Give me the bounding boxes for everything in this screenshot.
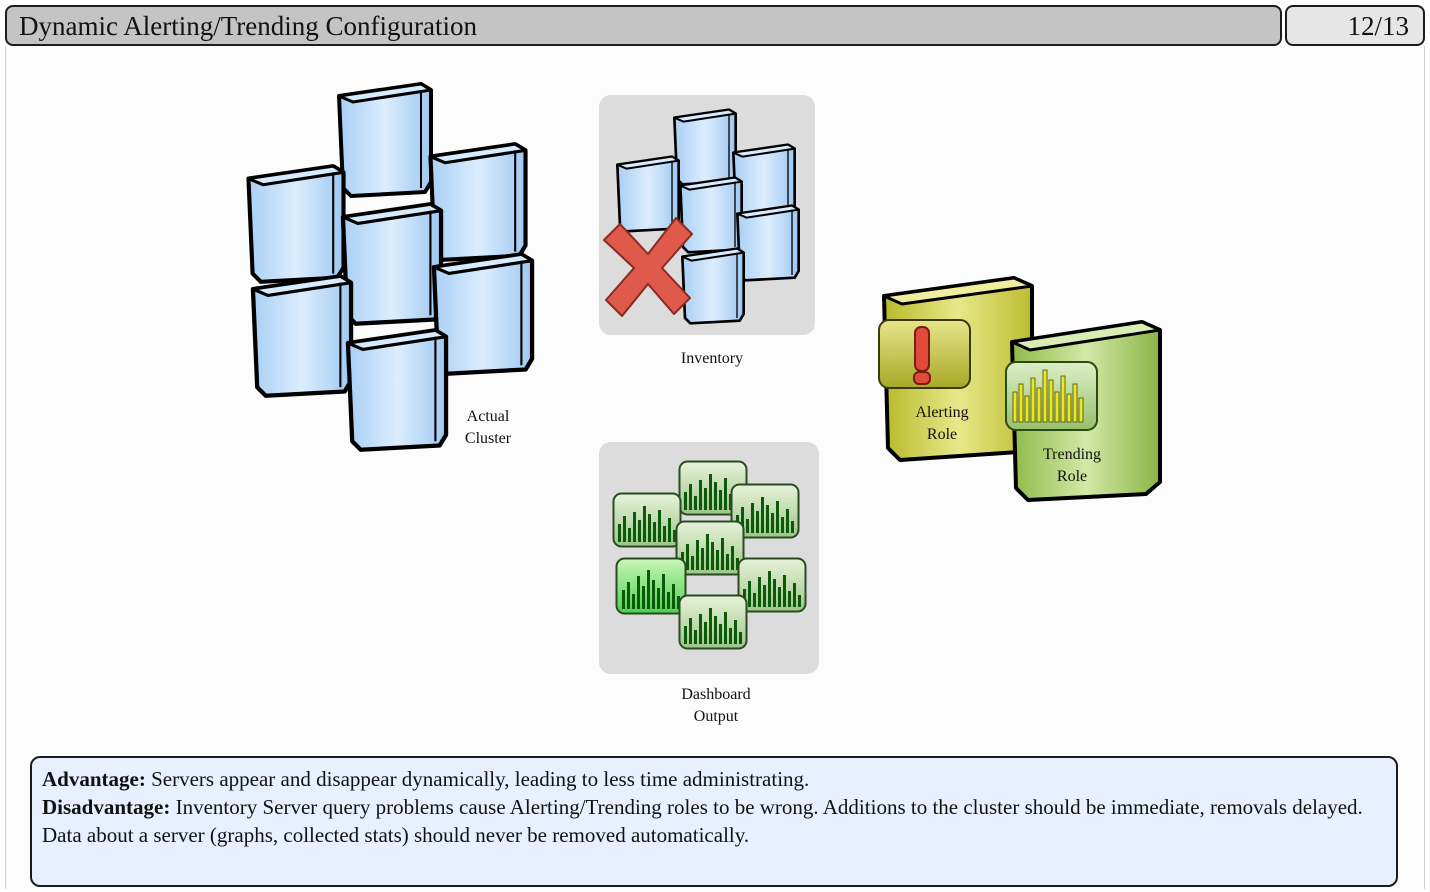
alert-icon xyxy=(878,319,971,389)
dashboard-label-line1: Dashboard xyxy=(681,686,750,703)
slide-title: Dynamic Alerting/Trending Configuration xyxy=(19,11,477,41)
server-icon xyxy=(343,204,441,323)
actual-cluster-group: Actual Cluster xyxy=(248,84,532,450)
server-icon xyxy=(615,155,681,233)
advantage-line: Advantage: Servers appear and disappear … xyxy=(42,765,1386,793)
trending-role-group: Trending Role xyxy=(1005,320,1162,502)
error-x-icon xyxy=(603,217,693,317)
actual-cluster-label-line1: Actual xyxy=(467,408,510,425)
trend-graph-icon xyxy=(1005,361,1098,431)
graph-icon xyxy=(737,557,807,613)
server-icon xyxy=(672,108,738,186)
trending-label-line1: Trending xyxy=(1043,446,1101,463)
server-icon xyxy=(680,247,746,325)
dashboard-label-line2: Output xyxy=(694,708,739,725)
notes-box: Advantage: Servers appear and disappear … xyxy=(30,756,1398,887)
title-bar: Dynamic Alerting/Trending Configuration xyxy=(5,5,1282,46)
server-icon xyxy=(430,144,525,260)
server-icon xyxy=(253,276,351,395)
alerting-label-line1: Alerting xyxy=(915,404,968,421)
disadvantage-line: Disadvantage: Inventory Server query pro… xyxy=(42,793,1386,849)
server-icon xyxy=(348,330,446,449)
graph-icon xyxy=(612,492,682,548)
actual-cluster-label-line2: Cluster xyxy=(465,430,512,447)
page-indicator-box: 12/13 xyxy=(1285,5,1425,46)
inventory-group: Inventory xyxy=(599,95,815,367)
inventory-label: Inventory xyxy=(681,350,743,367)
server-icon xyxy=(339,84,431,196)
graph-icon xyxy=(675,520,745,576)
advantage-text: Servers appear and disappear dynamically… xyxy=(145,767,810,791)
server-icon xyxy=(434,254,532,373)
alerting-role-group: Alerting Role xyxy=(878,276,1034,462)
graph-icon-highlighted xyxy=(615,557,687,615)
server-icon xyxy=(248,166,343,282)
server-icon xyxy=(678,176,744,254)
architecture-diagram: Actual Cluster Inventory xyxy=(0,0,1162,725)
graph-icon xyxy=(678,594,748,650)
alerting-label-line2: Role xyxy=(927,426,957,443)
disadvantage-label: Disadvantage: xyxy=(42,795,171,819)
server-icon xyxy=(735,204,801,282)
page-indicator: 12/13 xyxy=(1347,11,1409,41)
disadvantage-text: Inventory Server query problems cause Al… xyxy=(42,795,1363,847)
trending-label-line2: Role xyxy=(1057,468,1087,485)
advantage-label: Advantage: xyxy=(42,767,146,791)
dashboard-group: Dashboard Output xyxy=(599,442,819,725)
